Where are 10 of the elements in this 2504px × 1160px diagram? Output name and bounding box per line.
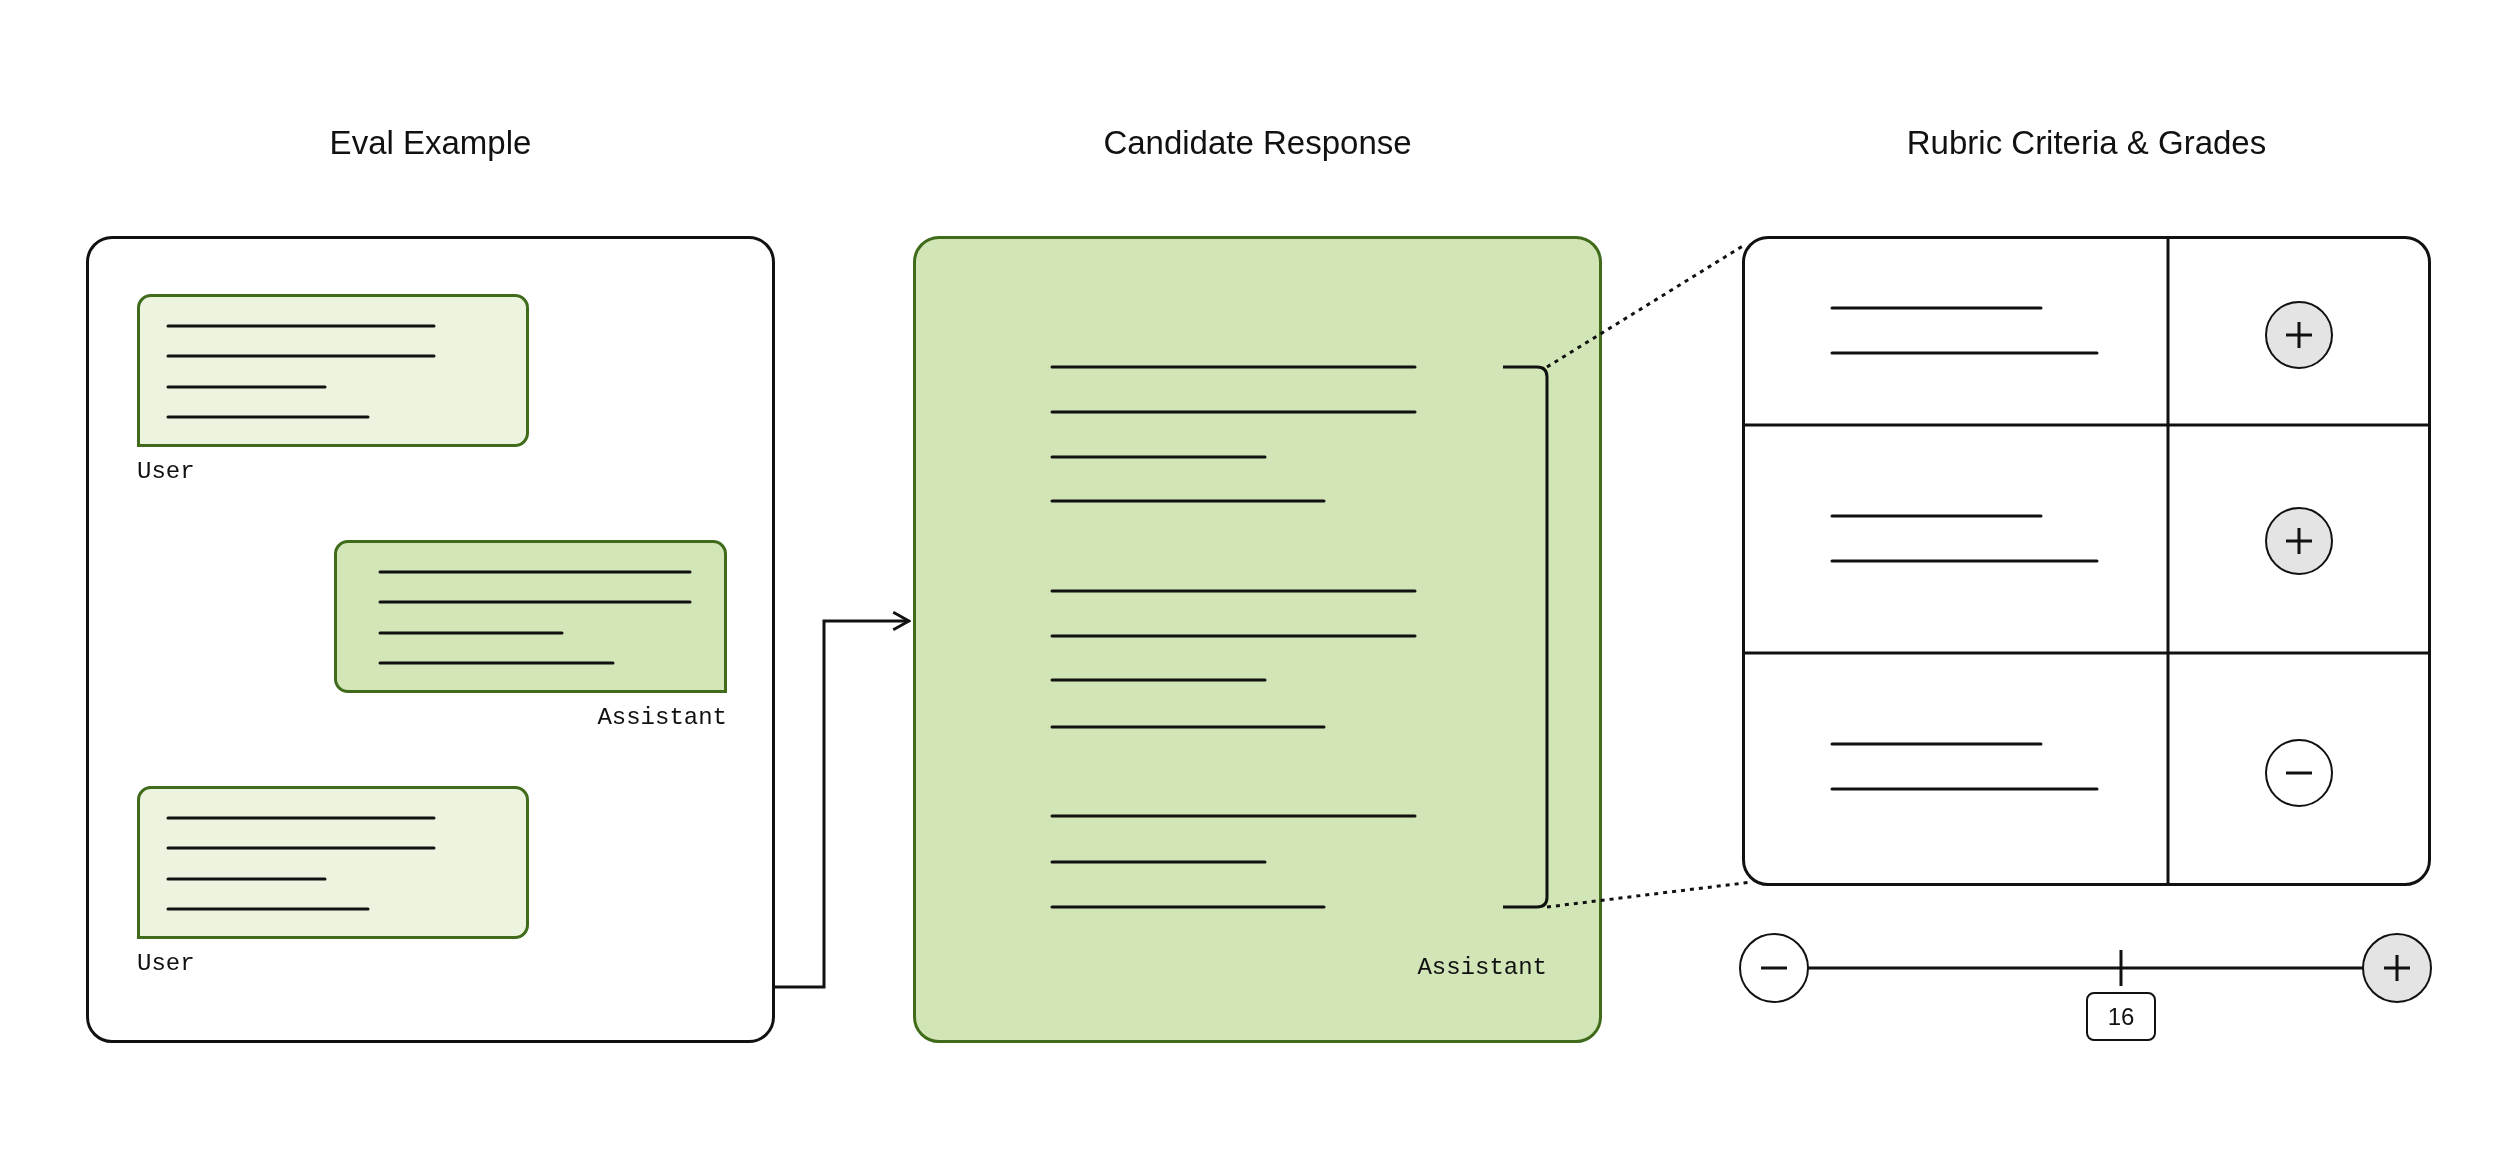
score-value: 16: [2106, 1001, 2136, 1032]
speaker-label: Assistant: [597, 704, 727, 732]
panel-heading: Rubric Criteria & Grades: [1906, 123, 2267, 163]
speaker-label: User: [137, 950, 195, 978]
score-box: [2086, 992, 2156, 1041]
panel-heading: Candidate Response: [1103, 123, 1412, 163]
arrow: [775, 610, 911, 989]
speaker-label: Assistant: [1417, 954, 1547, 982]
speaker-label: User: [137, 458, 195, 486]
panel-heading: Eval Example: [329, 123, 532, 163]
